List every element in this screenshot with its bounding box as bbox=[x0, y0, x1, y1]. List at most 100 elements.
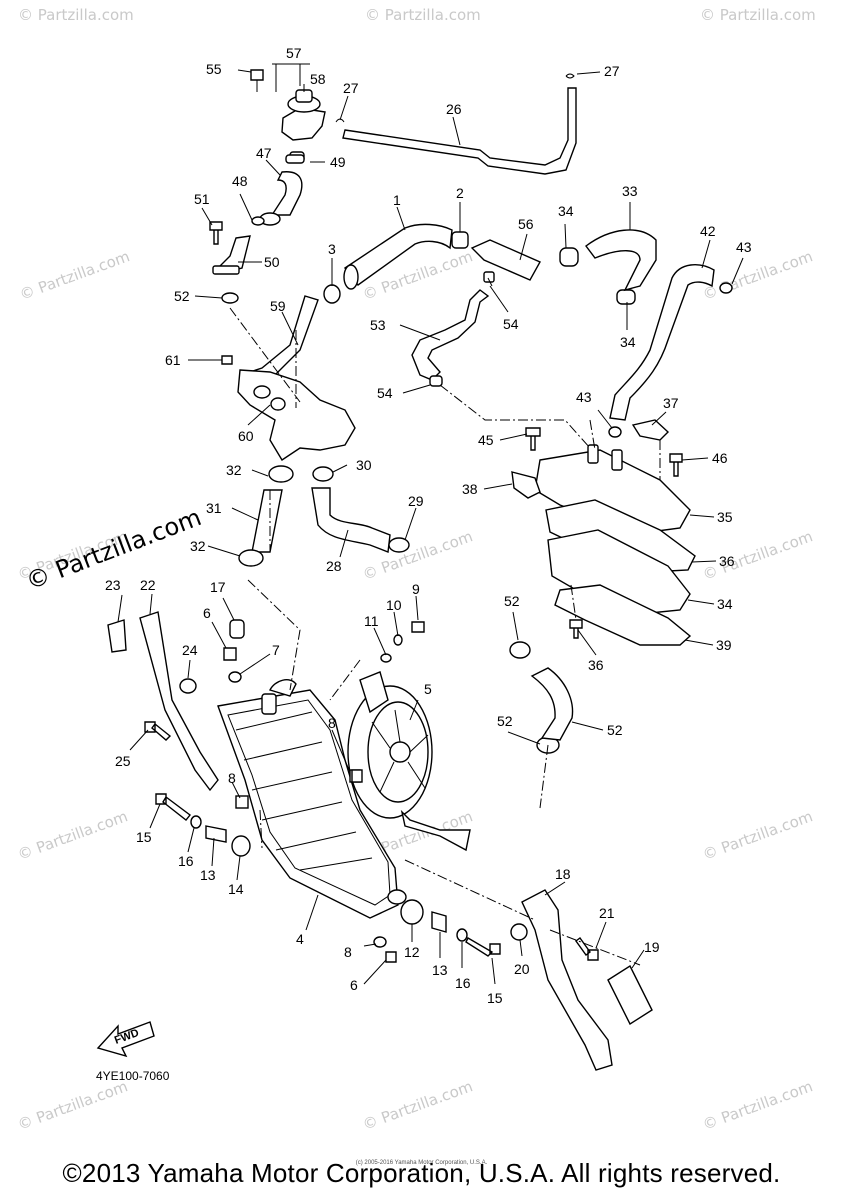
callout: 9 bbox=[412, 581, 420, 597]
stay-18 bbox=[521, 889, 613, 1071]
callout: 54 bbox=[503, 316, 519, 332]
callout: 56 bbox=[518, 216, 534, 232]
callout: 29 bbox=[408, 493, 424, 509]
reference-lines bbox=[229, 307, 661, 966]
radiator-4 bbox=[217, 679, 407, 919]
forward-arrow: FWD bbox=[96, 1021, 155, 1058]
thermostat-housing bbox=[221, 355, 356, 461]
leader-lines bbox=[117, 63, 744, 985]
callout: 17 bbox=[210, 579, 226, 595]
watermark: © Partzilla.com bbox=[17, 247, 132, 304]
callout: 1 bbox=[393, 192, 401, 208]
callout: 30 bbox=[356, 457, 372, 473]
callout: 26 bbox=[446, 101, 462, 117]
callout: 42 bbox=[700, 223, 716, 239]
watermark: © Partzilla.com bbox=[365, 6, 481, 24]
stay-22 bbox=[139, 611, 219, 792]
hose-33 bbox=[585, 229, 657, 292]
callout: 8 bbox=[228, 770, 236, 786]
callout: 38 bbox=[462, 481, 478, 497]
tiny-copyright: (c) 2005-2016 Yamaha Motor Corporation, … bbox=[355, 1160, 488, 1166]
callout: 18 bbox=[555, 866, 571, 882]
cover-36 bbox=[534, 449, 691, 533]
callout: 61 bbox=[165, 352, 181, 368]
watermark: © Partzilla.com bbox=[18, 6, 134, 24]
watermark: © Partzilla.com bbox=[15, 1077, 130, 1134]
callout: 45 bbox=[478, 432, 494, 448]
callout: 34 bbox=[558, 203, 574, 219]
callout: 52 bbox=[504, 593, 520, 609]
watermark: © Partzilla.com bbox=[700, 1077, 815, 1134]
callout: 28 bbox=[326, 558, 342, 574]
callout: 22 bbox=[140, 577, 156, 593]
overflow-hose bbox=[342, 87, 577, 175]
callout: 23 bbox=[105, 577, 121, 593]
watermark: © Partzilla.com bbox=[700, 6, 816, 24]
parts bbox=[107, 69, 733, 1071]
callout: 51 bbox=[194, 191, 210, 207]
watermark: © Partzilla.com bbox=[700, 247, 815, 304]
callout: 50 bbox=[264, 254, 280, 270]
callout: 49 bbox=[330, 154, 346, 170]
callout: 10 bbox=[386, 597, 402, 613]
callout: 5 bbox=[424, 681, 432, 697]
callout-labels: 55 57 58 27 26 27 47 49 48 51 50 52 1 2 … bbox=[105, 45, 752, 1006]
callout: 24 bbox=[182, 642, 198, 658]
callout: 57 bbox=[286, 45, 302, 61]
stay-23 bbox=[107, 619, 127, 653]
callout: 35 bbox=[717, 509, 733, 525]
watermark-tiles: © Partzilla.com © Partzilla.com © Partzi… bbox=[15, 6, 816, 1134]
callout: 48 bbox=[232, 173, 248, 189]
callout: 11 bbox=[364, 613, 379, 629]
callout: 2 bbox=[456, 185, 464, 201]
callout: 8 bbox=[344, 944, 352, 960]
callout: 25 bbox=[115, 753, 131, 769]
callout: 3 bbox=[328, 241, 336, 257]
callout: 39 bbox=[716, 637, 732, 653]
callout: 43 bbox=[736, 239, 752, 255]
hose-51 bbox=[530, 667, 574, 741]
hose-53 bbox=[411, 289, 490, 381]
callout: 8 bbox=[328, 715, 336, 731]
callout: 58 bbox=[310, 71, 326, 87]
hose-46 bbox=[270, 171, 303, 216]
callout: 43 bbox=[576, 389, 592, 405]
callout: 21 bbox=[599, 905, 615, 921]
fan-5 bbox=[347, 671, 471, 852]
callout: 53 bbox=[370, 317, 386, 333]
callout: 15 bbox=[136, 829, 152, 845]
gasket-41 bbox=[554, 584, 692, 646]
watermark: © Partzilla.com bbox=[700, 807, 815, 864]
callout: 52 bbox=[497, 713, 513, 729]
callout: 14 bbox=[228, 881, 244, 897]
callout: 32 bbox=[190, 538, 206, 554]
callout: 4 bbox=[296, 931, 304, 947]
callout: 27 bbox=[604, 63, 620, 79]
callout: 12 bbox=[404, 944, 420, 960]
callout: 47 bbox=[256, 145, 272, 161]
callout: 52 bbox=[607, 722, 623, 738]
callout: 60 bbox=[238, 428, 254, 444]
hose-28 bbox=[311, 487, 391, 553]
callout: 15 bbox=[487, 990, 503, 1006]
diagram-code: 4YE100-7060 bbox=[96, 1069, 170, 1083]
callout: 6 bbox=[203, 605, 211, 621]
watermark: © Partzilla.com bbox=[700, 527, 815, 584]
callout: 34 bbox=[717, 596, 733, 612]
callout: 36 bbox=[719, 553, 735, 569]
callout: 20 bbox=[514, 961, 530, 977]
callout: 16 bbox=[455, 975, 471, 991]
callout: 7 bbox=[272, 642, 280, 658]
callout: 6 bbox=[350, 977, 358, 993]
copyright-footer: ©2013 Yamaha Motor Corporation, U.S.A. A… bbox=[62, 1158, 781, 1188]
hose-42 bbox=[609, 264, 715, 421]
callout: 34 bbox=[620, 334, 636, 350]
callout: 31 bbox=[206, 500, 222, 516]
callout: 19 bbox=[644, 939, 660, 955]
callout: 52 bbox=[174, 288, 190, 304]
callout: 33 bbox=[622, 183, 638, 199]
hose-1 bbox=[343, 223, 453, 286]
callout: 37 bbox=[663, 395, 679, 411]
callout: 54 bbox=[377, 385, 393, 401]
